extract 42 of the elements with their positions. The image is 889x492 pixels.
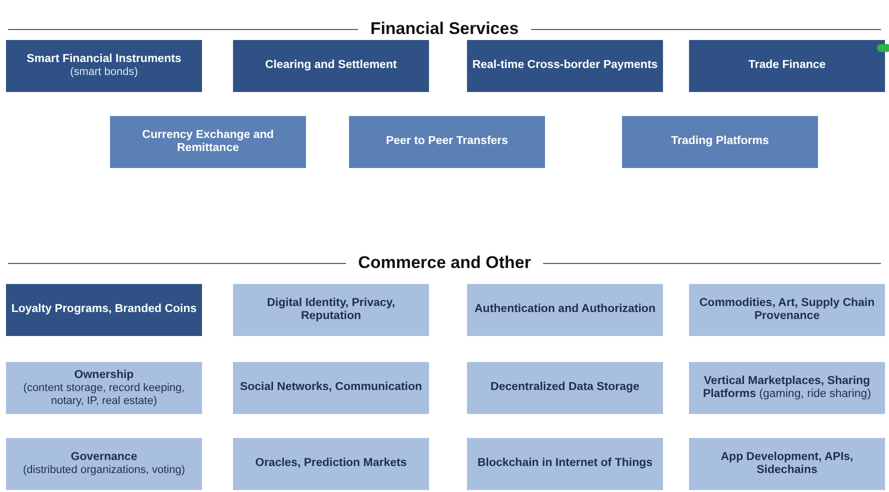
box-subtitle: (content storage, record keeping, notary, IP, real estate) bbox=[22, 382, 186, 408]
category-box bbox=[233, 362, 429, 414]
category-box bbox=[467, 40, 663, 92]
category-box bbox=[689, 362, 885, 414]
box-title: Authentication and Authorization bbox=[474, 303, 656, 317]
category-box bbox=[233, 438, 429, 490]
box-title: Ownership bbox=[74, 368, 134, 382]
category-box bbox=[6, 438, 202, 490]
category-box bbox=[6, 40, 202, 92]
box-title: Clearing and Settlement bbox=[265, 59, 397, 73]
box-subtitle: (smart bonds) bbox=[70, 66, 138, 79]
box-title: Trade Finance bbox=[748, 59, 826, 73]
box-title: Real-time Cross-border Payments bbox=[472, 59, 658, 73]
box-title: Vertical Marketplaces, Sharing Platforms (gaming, ride sharing) bbox=[702, 374, 872, 402]
category-box bbox=[110, 116, 306, 168]
category-box bbox=[689, 438, 885, 490]
category-box bbox=[467, 362, 663, 414]
box-title: Smart Financial Instruments bbox=[26, 53, 182, 66]
box-title: App Development, APIs, Sidechains bbox=[720, 450, 854, 478]
box-title: Decentralized Data Storage bbox=[490, 381, 640, 395]
box-title: Currency Exchange and Remittance bbox=[141, 128, 275, 156]
box-title: Blockchain in Internet of Things bbox=[477, 457, 653, 471]
box-title: Digital Identity, Privacy, Reputation bbox=[266, 296, 396, 324]
section-heading: Financial Services bbox=[369, 18, 520, 40]
box-title: Governance bbox=[70, 451, 138, 464]
category-box bbox=[233, 284, 429, 336]
category-box bbox=[6, 284, 202, 336]
box-title: Peer to Peer Transfers bbox=[386, 135, 508, 149]
category-box bbox=[467, 438, 663, 490]
box-title: Oracles, Prediction Markets bbox=[255, 457, 407, 471]
category-box bbox=[233, 40, 429, 92]
box-title: Social Networks, Communication bbox=[240, 381, 422, 395]
category-box bbox=[467, 284, 663, 336]
section-heading: Commerce and Other bbox=[357, 252, 532, 274]
box-subtitle: (distributed organizations, voting) bbox=[22, 464, 186, 477]
category-box bbox=[6, 362, 202, 414]
category-box bbox=[349, 116, 545, 168]
category-box bbox=[622, 116, 818, 168]
category-box bbox=[689, 284, 885, 336]
box-title: Trading Platforms bbox=[671, 135, 769, 149]
box-title: Commodities, Art, Supply Chain Provenance bbox=[698, 296, 876, 324]
box-title: Loyalty Programs, Branded Coins bbox=[11, 303, 197, 317]
